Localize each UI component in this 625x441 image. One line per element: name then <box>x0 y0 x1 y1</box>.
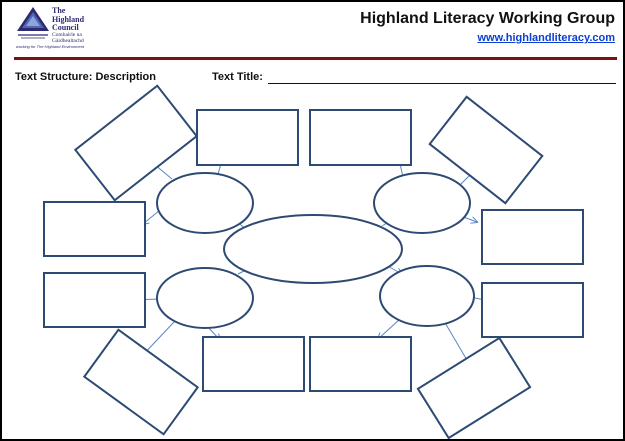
detail-box-top-left-tilted[interactable] <box>73 84 199 202</box>
detail-box-top-center-left[interactable] <box>196 109 299 166</box>
detail-box-bottom-center-left[interactable] <box>202 336 305 392</box>
highland-council-logo: The Highland Council Comhairle na Gàidhe… <box>16 6 136 52</box>
detail-box-middle-left-upper[interactable] <box>43 201 146 257</box>
subtopic-oval-upper-right[interactable] <box>373 172 471 234</box>
logo-gaelic-name: Comhairle na Gàidhealtachd <box>52 32 84 44</box>
detail-box-bottom-left-tilted[interactable] <box>82 328 200 436</box>
group-title: Highland Literacy Working Group <box>360 10 615 27</box>
detail-box-middle-right-upper[interactable] <box>481 209 584 265</box>
group-website-link[interactable]: www.highlandliteracy.com <box>477 32 615 44</box>
detail-box-bottom-right-tilted[interactable] <box>416 336 532 439</box>
subtopic-oval-lower-left[interactable] <box>156 267 254 329</box>
council-emblem-icon <box>17 7 49 39</box>
detail-box-bottom-center-right[interactable] <box>309 336 412 392</box>
subtopic-oval-lower-right[interactable] <box>379 265 475 327</box>
text-structure-label: Text Structure: Description <box>15 71 156 83</box>
logo-organisation-name: The Highland Council <box>52 6 85 32</box>
detail-box-middle-left-lower[interactable] <box>43 272 146 328</box>
text-title-field[interactable] <box>268 83 616 84</box>
logo-tagline: working for The Highland Environment <box>16 44 85 49</box>
text-title-label: Text Title: <box>212 71 263 83</box>
detail-box-top-center-right[interactable] <box>309 109 412 166</box>
connector-to-box-bottom-center-right <box>378 318 401 339</box>
detail-box-middle-right-lower[interactable] <box>481 282 584 338</box>
main-topic-oval[interactable] <box>223 214 403 284</box>
header-divider <box>14 57 617 60</box>
subtopic-oval-upper-left[interactable] <box>156 172 254 234</box>
detail-box-top-right-tilted[interactable] <box>428 95 544 205</box>
